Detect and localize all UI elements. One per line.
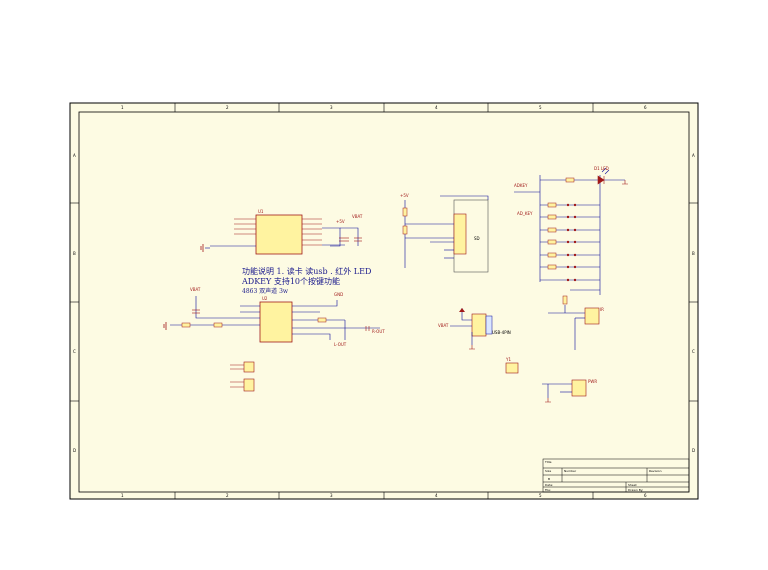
led-emission-icon [601, 167, 610, 175]
main-ic-label: U1 [258, 209, 264, 214]
usb-connector-label: USB-4PIN [492, 330, 511, 335]
resistor [547, 227, 557, 233]
resistor [317, 317, 327, 323]
led-label: D1 LED [594, 166, 609, 171]
col-label-bottom: 1 [121, 493, 124, 498]
small-connectors [230, 361, 255, 392]
ir-receiver-block: IR [548, 295, 604, 350]
gnd-symbol [545, 398, 551, 403]
title-field-number: Number [564, 469, 577, 473]
resistor [402, 225, 408, 235]
regulator-body [571, 379, 587, 397]
col-label-top: 1 [121, 105, 124, 110]
col-label-top: 4 [435, 105, 438, 110]
amp-ic-body [259, 301, 293, 343]
gnd-label: GND [334, 292, 343, 297]
resistor [213, 322, 223, 328]
col-label-top: 6 [644, 105, 647, 110]
resistor [565, 177, 575, 183]
title-field-sheet: Sheet [628, 483, 637, 487]
col-label-top: 2 [226, 105, 229, 110]
speaker-left-label: L-OUT [334, 342, 347, 347]
border-column-markers [174, 103, 594, 499]
row-label-left: A [73, 153, 76, 158]
col-label-bottom: 2 [226, 493, 229, 498]
connector-body [243, 378, 255, 392]
adkey-label: ADKEY [514, 183, 528, 188]
gnd-symbol [622, 180, 628, 185]
col-label-bottom: 6 [644, 493, 647, 498]
ir-receiver-label: IR [600, 307, 604, 312]
title-field-date: Date: [545, 483, 553, 487]
sd-card-block: SD +5V [400, 193, 489, 273]
resistor [547, 252, 557, 258]
border-row-markers [70, 202, 698, 402]
usb-connector-body [471, 313, 487, 337]
resistor [547, 239, 557, 245]
resistor [547, 202, 557, 208]
vcc-arrow-icon [459, 308, 465, 312]
function-note-line-1: 功能说明 1. 读卡 读usb . 红外 LED [242, 267, 372, 276]
col-label-top: 3 [330, 105, 333, 110]
resistor [547, 264, 557, 270]
vbat-label: VBAT [352, 214, 363, 219]
amplifier-block: U2 VBAT GND R-OUT L-OUT [163, 287, 385, 347]
usb-connector-shell [485, 315, 493, 335]
adkey-net-label: AD_KEY [517, 211, 533, 216]
row-label-right: D [692, 448, 695, 453]
resistor [402, 207, 408, 217]
sd-card-label: SD [474, 236, 480, 241]
gnd-symbol [469, 345, 475, 350]
title-size-value: B [548, 477, 550, 481]
switch-body [505, 362, 519, 374]
col-label-top: 5 [539, 105, 542, 110]
row-label-right: A [692, 153, 695, 158]
ir-receiver-body [584, 307, 600, 325]
title-block [542, 458, 690, 493]
row-label-right: B [692, 251, 695, 256]
gnd-symbol [200, 244, 204, 252]
vbat-label: VBAT [190, 287, 201, 292]
resistor [181, 322, 191, 328]
title-field-file: File: [545, 488, 551, 492]
col-label-bottom: 3 [330, 493, 333, 498]
function-note-line-3: 4863 双声道 3w [242, 288, 289, 295]
gnd-symbol [163, 322, 167, 330]
col-label-bottom: 5 [539, 493, 542, 498]
amp-ic-label: U2 [262, 296, 268, 301]
led-diode-icon [597, 175, 605, 185]
title-field-drawn: Drawn By: [628, 488, 643, 492]
adkey-button-ladder: ADKEY AD_KEY [514, 166, 628, 295]
row-label-left: C [73, 349, 76, 354]
speaker-right-label: R-OUT [372, 329, 385, 334]
power-switch-block: Y1 PWR [505, 357, 597, 403]
title-field-size: Size [545, 469, 551, 473]
row-label-right: C [692, 349, 695, 354]
title-field-title: Title [544, 460, 552, 464]
sd-card-pins [453, 213, 467, 255]
main-ic-block: U1 +5V VBAT [200, 209, 363, 255]
power-label: PWR [588, 379, 597, 384]
title-field-revision: Revision [649, 469, 662, 473]
resistor [547, 214, 557, 220]
vcc-label: +5V [336, 219, 345, 224]
resistor [562, 295, 568, 305]
row-label-left: B [73, 251, 76, 256]
connector-body [243, 361, 255, 373]
function-note-line-2: ADKEY 支持10个按键功能 [242, 277, 341, 286]
crystal-label: Y1 [505, 357, 511, 362]
row-label-left: D [73, 448, 76, 453]
vcc-label: +5V [400, 193, 409, 198]
sheet-frame-inner [78, 111, 690, 493]
main-ic-body [255, 214, 303, 255]
usb-connector-block: USB-4PIN VBAT [438, 308, 511, 350]
col-label-bottom: 4 [435, 493, 438, 498]
vbat-label: VBAT [438, 323, 449, 328]
